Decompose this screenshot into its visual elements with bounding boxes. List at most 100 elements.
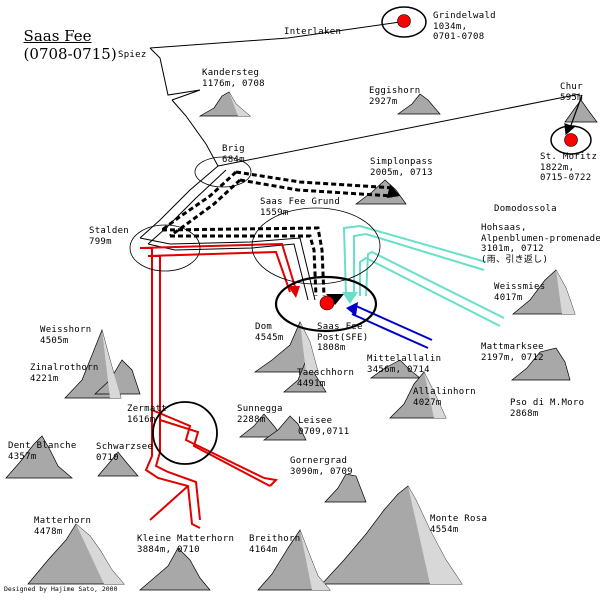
label-line: 0710 (96, 452, 119, 463)
label-line: 4221m (30, 373, 59, 384)
mountain-leisee-icon (262, 415, 307, 441)
mountain-simplonpass-icon (354, 179, 407, 205)
label-line: Kleine Matterhorn (137, 534, 235, 544)
label-line: 4017m (494, 292, 523, 303)
label-line: Grindelwald (433, 11, 496, 21)
label-line: 2197m, 0712 (481, 352, 544, 363)
label-line: Pso di M.Moro (510, 398, 585, 408)
label-line: 0709,0711 (298, 426, 350, 437)
title-period: (0708-0715) (23, 45, 117, 63)
label-interlaken: Interlaken (284, 27, 341, 38)
stalden-ellipse (129, 224, 201, 272)
label-line: Mattmarksee (481, 342, 544, 352)
label-line: Chur (560, 82, 583, 92)
label-domodossola: Domodossola (494, 204, 557, 215)
label-line: Zermatt (127, 404, 168, 414)
label-line: 2005m, 0713 (370, 167, 433, 178)
credit-line: Designed by Hajime Sato, 2000 (4, 585, 118, 593)
rail-grindelwald-interlaken (149, 21, 401, 49)
mountain-gornergrad-icon (324, 473, 367, 503)
mountain-mittelallalin-icon (369, 359, 421, 379)
rail-spiez-kandersteg (159, 57, 201, 101)
label-line: 4027m (413, 397, 442, 408)
label-line: 4478m (34, 526, 63, 537)
label-line: 3090m, 0709 (290, 466, 353, 477)
label-spiez: Spiez (118, 50, 147, 61)
rail-brig-chur (217, 93, 581, 167)
rail-spiez-stalden-b (147, 169, 227, 245)
label-line: Mittelallalin (367, 354, 442, 364)
label-line: Alpenblumen-promenade (481, 233, 600, 244)
title-main: Saas Fee (23, 27, 92, 45)
label-line: St. Moritz (540, 152, 598, 162)
label-line: 3456m, 0714 (367, 364, 430, 375)
label-line: 4357m (8, 451, 37, 462)
label-line: Breithorn (249, 534, 301, 544)
label-line: 4164m (249, 544, 278, 555)
label-line: (雨、引き返し) (481, 254, 549, 265)
label-line: 799m (89, 236, 112, 247)
mountain-kleine-matterhorn-icon (139, 547, 211, 591)
label-line: Brig (222, 144, 245, 154)
blue-route (351, 305, 433, 349)
saas-fee-grund-ellipse (251, 207, 381, 285)
label-line: 4505m (40, 335, 69, 346)
red-arrowhead (288, 286, 300, 298)
saas-fee-marker-icon (319, 295, 335, 311)
label-line: Allalinhorn (413, 387, 476, 397)
label-line: Eggishorn (369, 86, 421, 96)
label-line: 2927m (369, 96, 398, 107)
label-line: 1034m, (433, 21, 468, 32)
label-line: 3884m, 0710 (137, 544, 200, 555)
mountain-mattmarksee-icon (511, 347, 571, 381)
label-line: 1822m, (540, 162, 575, 173)
label-line: Hohsaas, (481, 223, 527, 233)
dotted-route (161, 170, 396, 297)
label-line: Spiez (118, 50, 147, 60)
label-line: 1808m (317, 343, 346, 353)
label-line: Sunnegga (237, 404, 283, 414)
rail-spiez-stalden-a (139, 165, 219, 239)
label-line: Dent Blanche (8, 441, 77, 451)
label-line: 4545m (255, 332, 284, 343)
label-line: 2868m (510, 408, 539, 419)
label-line: 4554m (430, 524, 459, 535)
label-line: 1616m (127, 414, 156, 425)
label-line: Simplonpass (370, 157, 433, 167)
st-moritz-marker-icon (564, 133, 578, 147)
markers (319, 14, 578, 311)
grindelwald-ellipse (381, 6, 427, 38)
label-line: 0701-0708 (433, 32, 485, 42)
label-line: Kandersteg (202, 68, 260, 78)
label-line: Monte Rosa (430, 514, 488, 524)
mountain-schwarzsee-icon (97, 451, 139, 477)
mountain-eggishorn-icon (396, 93, 441, 115)
mountain-zinalrothorn-icon (94, 359, 141, 395)
mountain-highlights (76, 92, 575, 590)
label-line: Weissmies (494, 282, 546, 292)
label-line: Schwarzsee (96, 442, 154, 452)
